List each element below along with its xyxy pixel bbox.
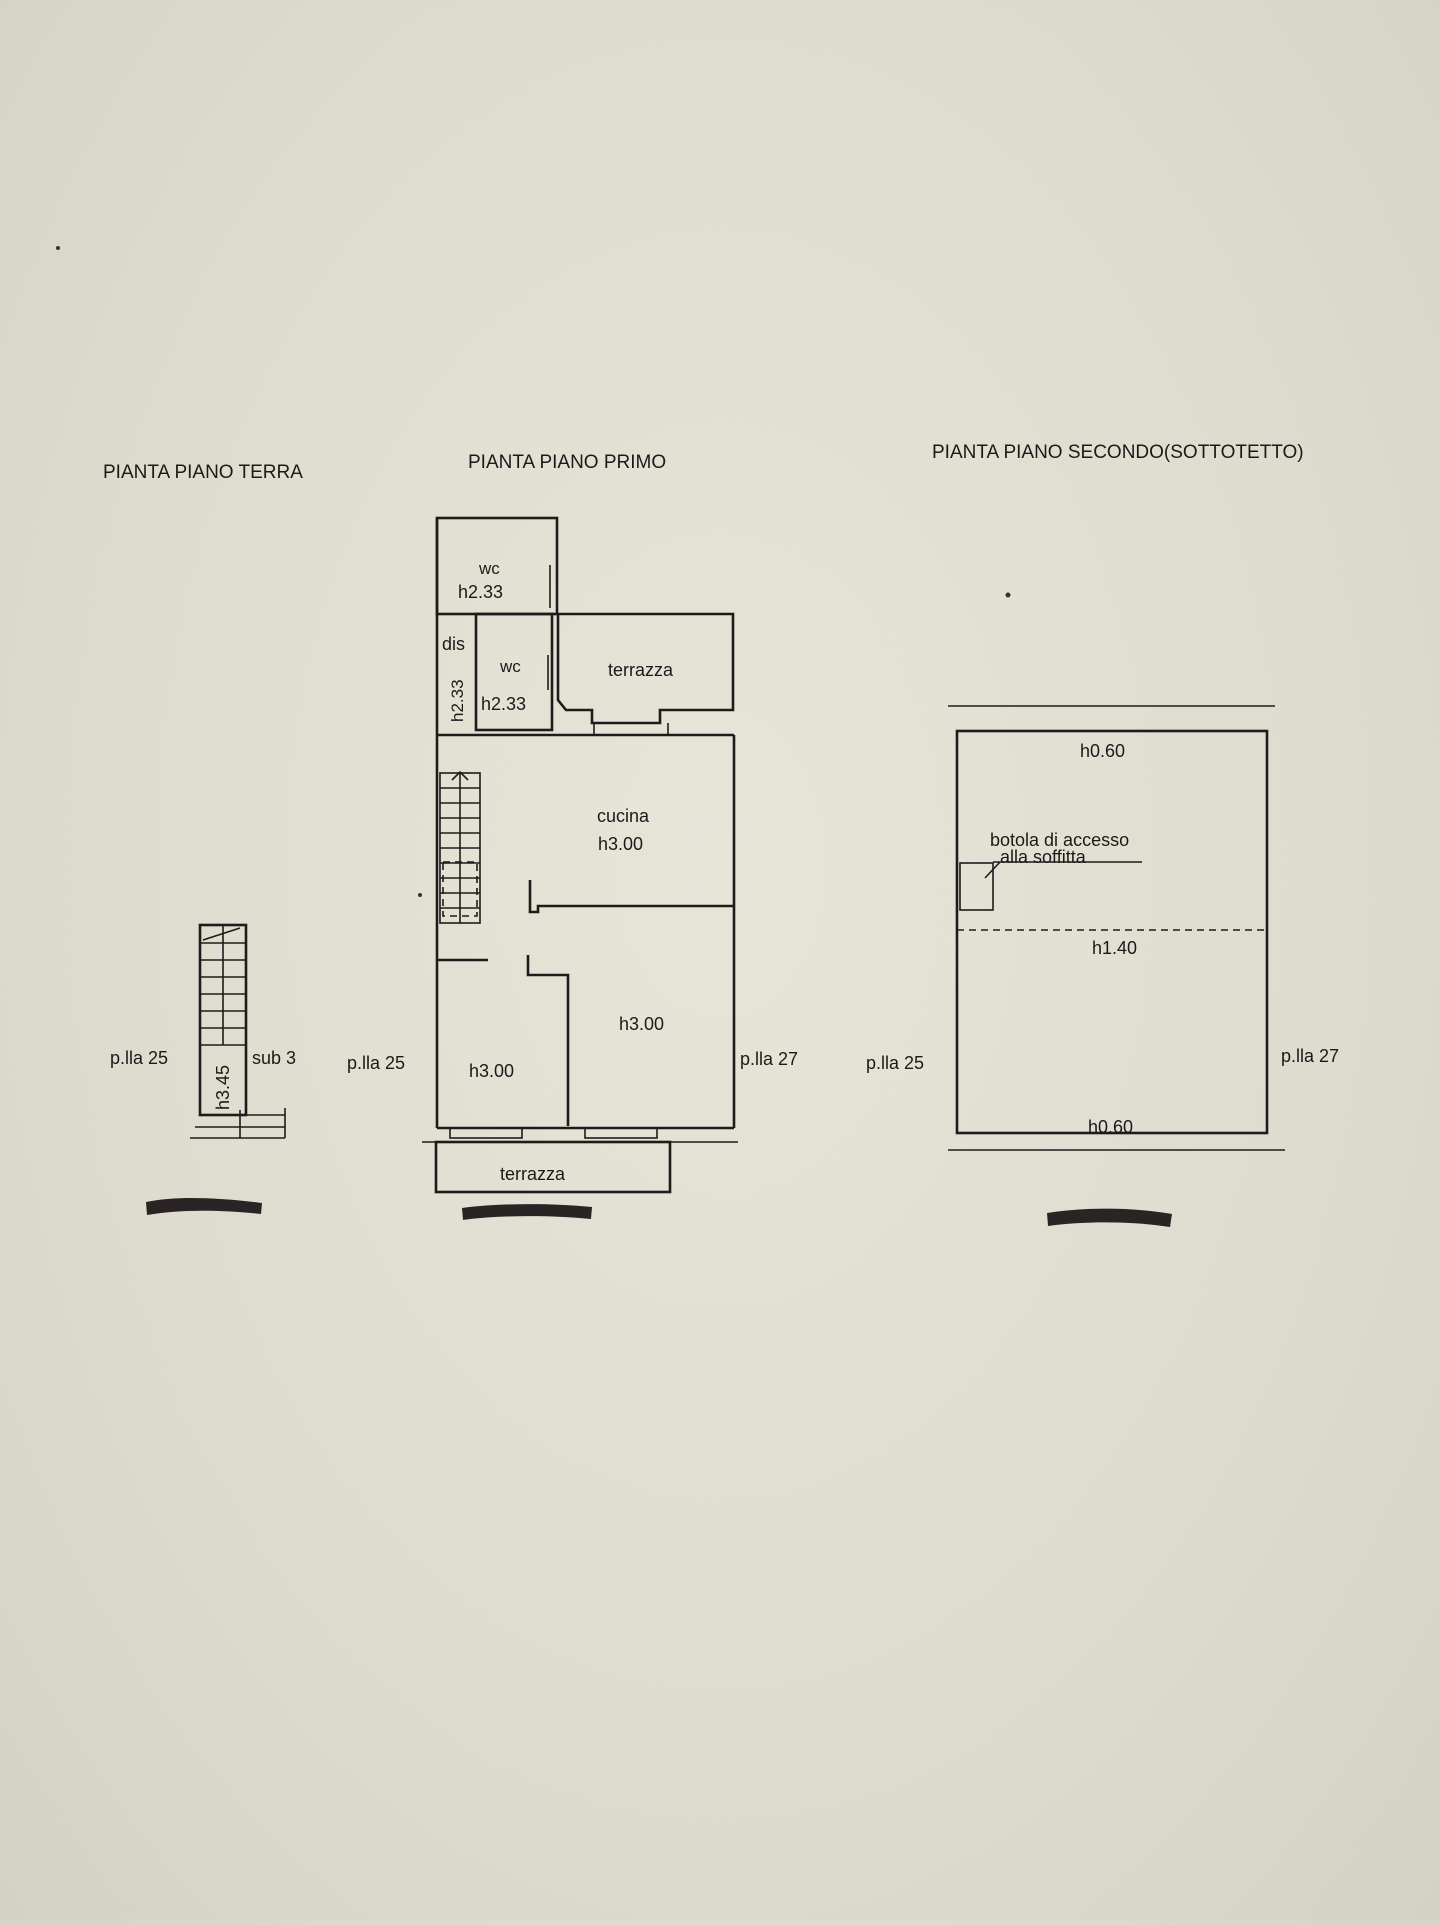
terrazza-bottom-area [434, 1140, 672, 1194]
wc-small-room [474, 612, 554, 732]
hatch-label-line1: botola di accesso [990, 830, 1129, 850]
ground-entrance-steps [190, 1108, 286, 1139]
first-stair [439, 770, 481, 924]
title-ground-floor: PIANTA PIANO TERRA [103, 462, 303, 483]
attic-bottom-height: h0.60 [1088, 1117, 1133, 1137]
second-redacted-street [1047, 1208, 1172, 1227]
second-right-parcel: p.lla 27 [1281, 1046, 1339, 1066]
bottom-rooms-divider [526, 955, 570, 1126]
room-right-height: h3.00 [619, 1014, 664, 1034]
terrazza-top-area [556, 612, 735, 725]
paper-speck [1005, 592, 1011, 598]
attic-mid-height: h1.40 [1092, 938, 1137, 958]
wc-small-label: wc [499, 657, 521, 676]
room-left-height: h3.00 [469, 1061, 514, 1081]
ground-stair-height: h3.45 [213, 1065, 233, 1110]
dis-label: dis [442, 634, 465, 654]
paper-speck [56, 246, 60, 250]
wc-top-label: wc [478, 559, 500, 578]
attic-hatch [959, 862, 994, 911]
terrazza-top-label: terrazza [608, 660, 674, 680]
attic-outline [955, 729, 1269, 1135]
cucina-label: cucina [597, 806, 650, 826]
window-bottom-right [584, 1127, 658, 1139]
wc-small-height: h2.33 [481, 694, 526, 714]
terrazza-bottom-label: terrazza [500, 1164, 566, 1184]
wc-top-height: h2.33 [458, 582, 503, 602]
first-floor-plan: wc h2.33 dis h2.33 wc h2.33 terrazza cuc… [347, 516, 798, 1220]
second-floor-plan: h0.60 botola di accesso alla soffitta h1… [866, 705, 1339, 1227]
cucina-divider [528, 880, 734, 914]
title-second-floor: PIANTA PIANO SECONDO(SOTTOTETTO) [932, 442, 1304, 463]
dis-height: h2.33 [448, 679, 467, 722]
first-redacted-street [462, 1204, 592, 1220]
ground-stair-treads [200, 925, 246, 1046]
cucina-height: h3.00 [598, 834, 643, 854]
hatch-label-line2: alla soffitta [1000, 847, 1087, 867]
first-left-parcel: p.lla 25 [347, 1053, 405, 1073]
ground-sub-label: sub 3 [252, 1048, 296, 1068]
second-left-parcel: p.lla 25 [866, 1053, 924, 1073]
paper-speck [418, 893, 422, 897]
ground-floor-plan: h3.45 p.lla 25 sub 3 [110, 923, 296, 1215]
attic-top-height: h0.60 [1080, 741, 1125, 761]
first-right-parcel: p.lla 27 [740, 1049, 798, 1069]
ground-redacted-street [146, 1197, 262, 1215]
ground-left-parcel: p.lla 25 [110, 1048, 168, 1068]
window-bottom-left [449, 1127, 523, 1139]
title-first-floor: PIANTA PIANO PRIMO [468, 452, 666, 473]
